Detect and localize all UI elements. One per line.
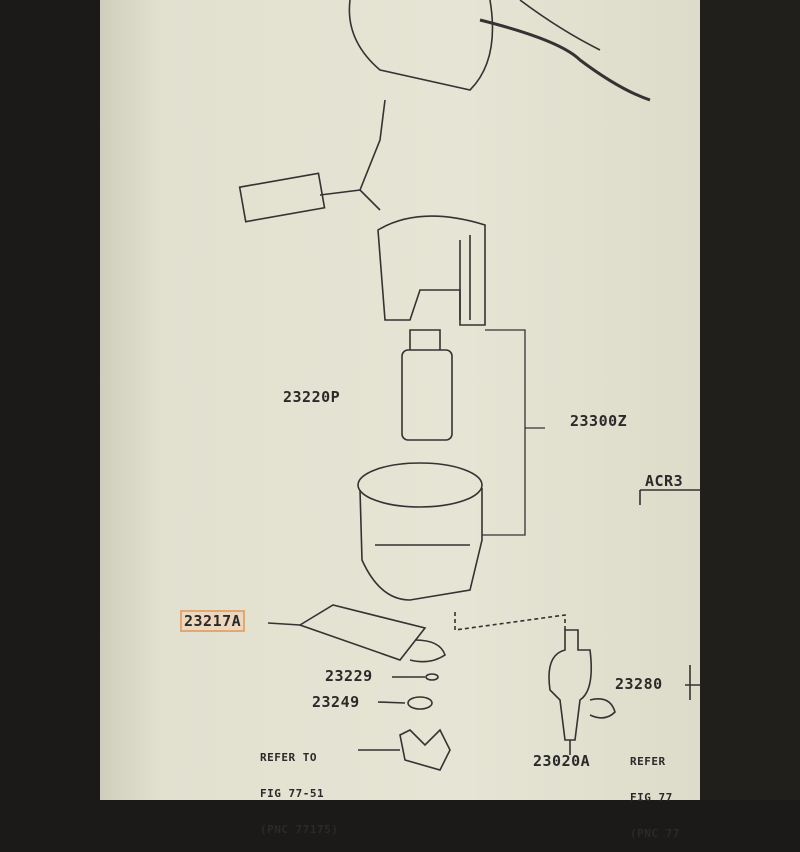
fuel-filter bbox=[298, 604, 427, 661]
part-label-23220p[interactable]: 23220P bbox=[283, 388, 341, 406]
refer-line: (PNC 77 bbox=[630, 827, 680, 840]
part-label-23280[interactable]: 23280 bbox=[615, 675, 663, 693]
clip-part bbox=[399, 728, 451, 771]
refer-line: (PNC 77175) bbox=[260, 823, 339, 836]
refer-note-left[interactable]: REFER TO FIG 77-51 (PNC 77175) bbox=[260, 728, 338, 848]
assembly-bracket-line bbox=[482, 329, 545, 536]
fuel-pump bbox=[401, 349, 453, 441]
float-arm bbox=[319, 99, 386, 196]
fuel-gauge-float bbox=[238, 172, 326, 223]
fuel-hose bbox=[479, 18, 651, 102]
refer-line: FIG 77-51 bbox=[260, 787, 325, 800]
part-label-23249[interactable]: 23249 bbox=[312, 693, 360, 711]
parts-drawing bbox=[238, 0, 700, 771]
pump-housing-lower bbox=[357, 462, 483, 508]
refer-line: FIG 77 bbox=[630, 791, 673, 804]
part-label-23020a[interactable]: 23020A bbox=[533, 752, 591, 770]
pump-bracket-upper bbox=[377, 215, 486, 326]
refer-note-right[interactable]: REFER FIG 77 (PNC 77 bbox=[630, 732, 680, 852]
pressure-regulator bbox=[548, 629, 593, 741]
parts-diagram-screen bbox=[100, 0, 700, 800]
model-code-label: ACR3 bbox=[645, 472, 684, 490]
refer-line: REFER TO bbox=[260, 751, 317, 764]
part-label-23217a[interactable]: 23217A bbox=[180, 610, 246, 632]
refer-line: REFER bbox=[630, 755, 666, 768]
monitor-bezel bbox=[700, 0, 800, 800]
tank-top-part bbox=[348, 0, 494, 91]
part-label-23300z[interactable]: 23300Z bbox=[570, 412, 628, 430]
part-label-23229[interactable]: 23229 bbox=[325, 667, 373, 685]
